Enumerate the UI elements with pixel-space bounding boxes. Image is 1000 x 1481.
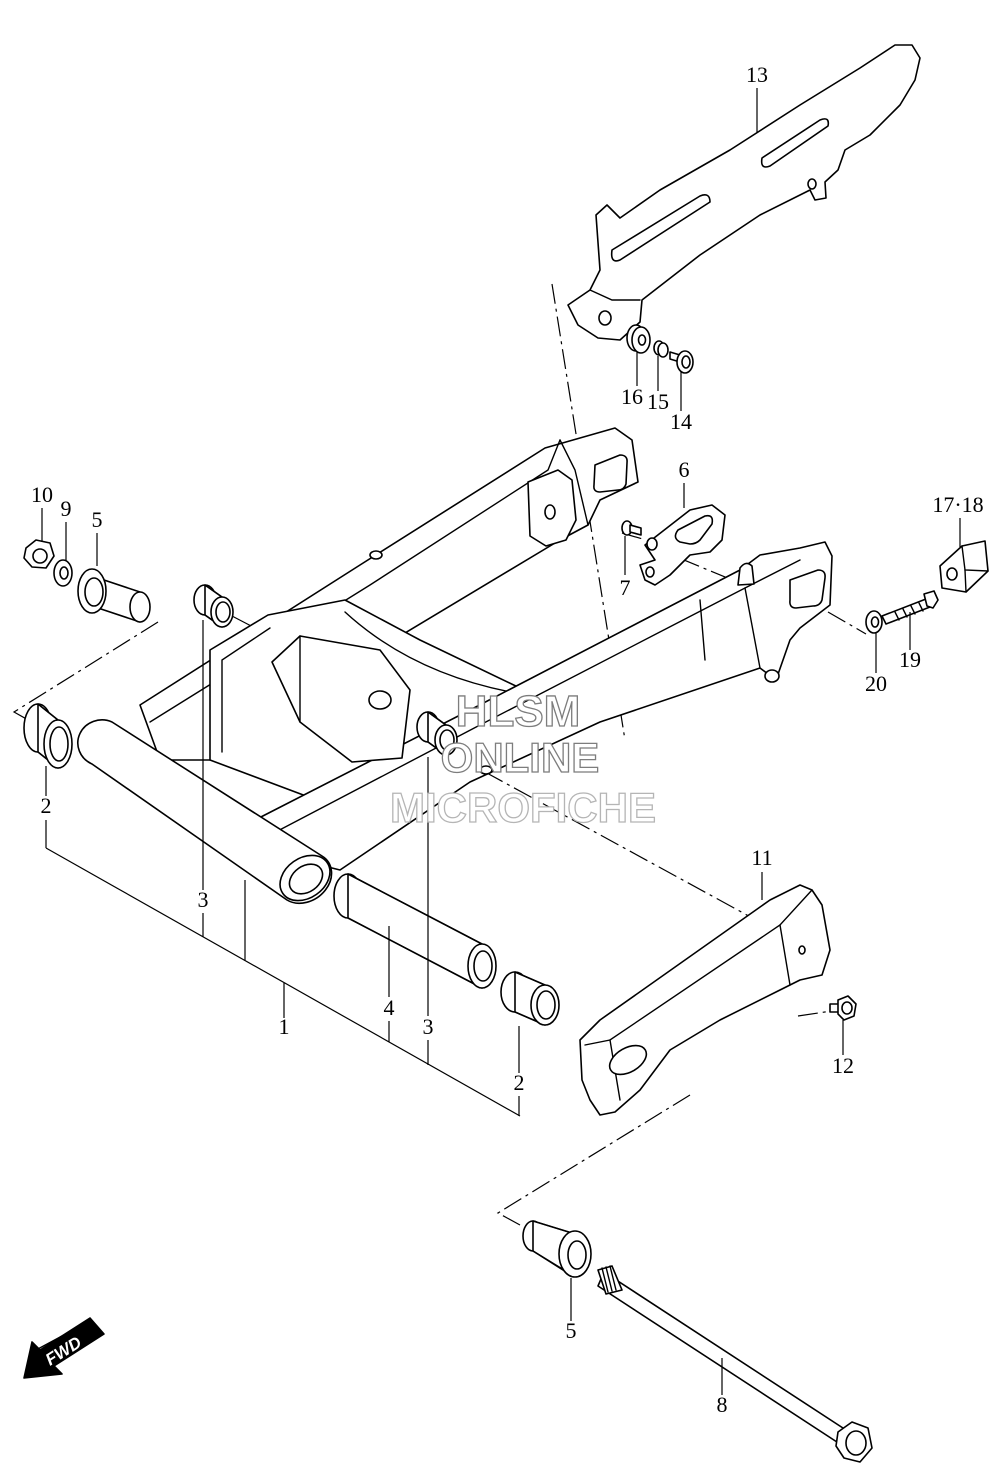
chain-guide-plate [639, 504, 726, 586]
callout-plate-bolt: 7 [620, 575, 631, 600]
needle-bearing-mid [416, 711, 458, 756]
plate-slot [674, 514, 714, 545]
chain-guard-tab-hole [807, 178, 817, 190]
callout-collar-front: 5 [92, 507, 103, 532]
chain-guard [567, 44, 921, 341]
swingarm-upper-axle-slot [593, 454, 628, 493]
chain-guard-slot-upper [760, 118, 830, 168]
callout-guard-washer: 16 [621, 384, 643, 409]
buffer-bolt [829, 995, 857, 1021]
swingarm-plate-tab [737, 562, 755, 586]
chain-buffer [579, 884, 831, 1116]
leader-lines [41, 88, 961, 1395]
swingarm [77, 427, 833, 904]
plate-bolt [621, 520, 642, 536]
swingarm-pivot-tube [77, 719, 333, 904]
callout-adjuster-washer: 20 [865, 671, 887, 696]
swingarm-shock-mount [271, 635, 411, 763]
chain-guard-hole [598, 310, 612, 326]
swingarm-lower-axle-slot [789, 569, 826, 609]
callout-collar-rear: 5 [566, 1318, 577, 1343]
swingarm-boss [369, 550, 383, 560]
callout-adjuster-bolt: 19 [899, 647, 921, 672]
callout-plate: 6 [679, 457, 690, 482]
callout-bearing-left: 2 [41, 793, 52, 818]
swingarm-lower-tab [764, 669, 780, 683]
callout-chain-buffer: 11 [751, 845, 772, 870]
fwd-arrow-icon: FWD [23, 1317, 105, 1379]
watermark-line-3: MICROFICHE [390, 784, 656, 831]
guard-washer-16 [626, 324, 651, 354]
watermark-line-2: ONLINE [441, 734, 600, 781]
guard-spacer-15 [653, 340, 669, 358]
callout-pivot-nut: 10 [31, 482, 53, 507]
swingarm-lower-ridge [269, 559, 801, 836]
chain-guard-body [567, 44, 921, 341]
callout-swingarm: 1 [279, 1014, 290, 1039]
assembly-bracket [45, 847, 521, 1117]
watermark: HLSM ONLINE MICROFICHE [389, 686, 656, 831]
pivot-spacer-tube [333, 873, 497, 989]
callout-buffer-bolt: 12 [832, 1053, 854, 1078]
guard-bolt-14 [669, 350, 694, 374]
pivot-collar-front [77, 568, 151, 623]
pivot-nut [23, 539, 55, 569]
needle-bearing-right [500, 971, 560, 1026]
needle-bearing-top [193, 584, 234, 628]
callout-guard-spacer: 15 [647, 389, 669, 414]
callout-pivot-washer: 9 [61, 496, 72, 521]
pivot-axle [597, 1265, 873, 1463]
callout-chain-guard: 13 [746, 62, 768, 87]
callouts: 13 16 15 14 6 17·18 10 9 5 7 19 20 2 3 4… [31, 62, 984, 1417]
chain-guard-bend [589, 289, 641, 301]
adjuster-washer [865, 610, 883, 634]
callout-bearing-right: 2 [514, 1070, 525, 1095]
adjuster-bolt [881, 590, 939, 625]
watermark-line-1: HLSM [456, 687, 581, 736]
swingarm-shock-hole [368, 690, 392, 710]
callout-bearing-top: 3 [198, 887, 209, 912]
pivot-collar-rear [522, 1220, 592, 1278]
pivot-washer [53, 559, 73, 587]
callout-guard-bolt: 14 [670, 409, 692, 434]
chain-guard-slot-lower [610, 194, 711, 262]
callout-bearing-mid: 3 [423, 1014, 434, 1039]
centerline-rear-collar [496, 1094, 691, 1226]
callout-spacer-tube: 4 [384, 995, 395, 1020]
centerline-chain-buffer [484, 771, 779, 933]
callout-axle: 8 [717, 1392, 728, 1417]
chain-buffer-hole [608, 1044, 648, 1076]
centerline-chain-guard [551, 283, 626, 741]
centerline-adjuster [827, 611, 867, 635]
swingarm-lower-arm [254, 541, 833, 871]
needle-bearing-left [23, 703, 73, 769]
chain-adjuster [939, 540, 989, 593]
callout-adjuster: 17·18 [932, 492, 983, 517]
